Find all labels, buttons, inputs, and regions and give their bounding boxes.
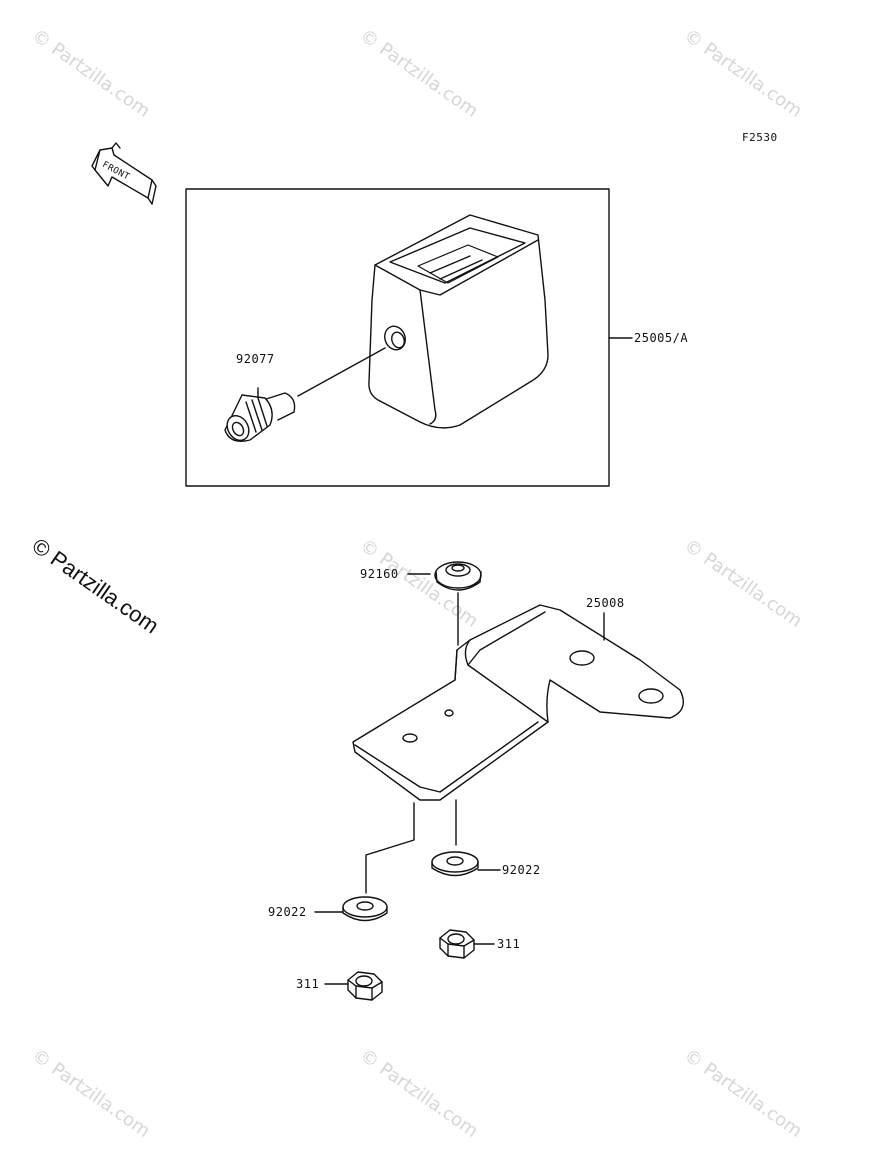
part-label-25008[interactable]: 25008 [586, 596, 625, 610]
front-arrow-icon [91, 142, 157, 205]
part-label-92160[interactable]: 92160 [360, 567, 399, 581]
part-label-25005[interactable]: 25005/A [634, 331, 689, 345]
part-label-311-right[interactable]: 311 [497, 937, 521, 951]
nut-311-left [324, 971, 383, 1001]
nut-311-right [439, 929, 495, 959]
part-label-311-left[interactable]: 311 [296, 977, 320, 991]
meter-housing [368, 214, 549, 429]
washer-92022-right [431, 799, 501, 877]
connector-92077 [224, 347, 386, 442]
washer-92022-left [314, 802, 415, 922]
part-label-92022-right[interactable]: 92022 [502, 863, 541, 877]
part-label-92022-left[interactable]: 92022 [268, 905, 307, 919]
part-label-92077[interactable]: 92077 [236, 352, 275, 366]
grommet-92160 [407, 561, 482, 646]
figure-code: F2530 [742, 131, 778, 144]
bracket-25008 [352, 604, 684, 801]
